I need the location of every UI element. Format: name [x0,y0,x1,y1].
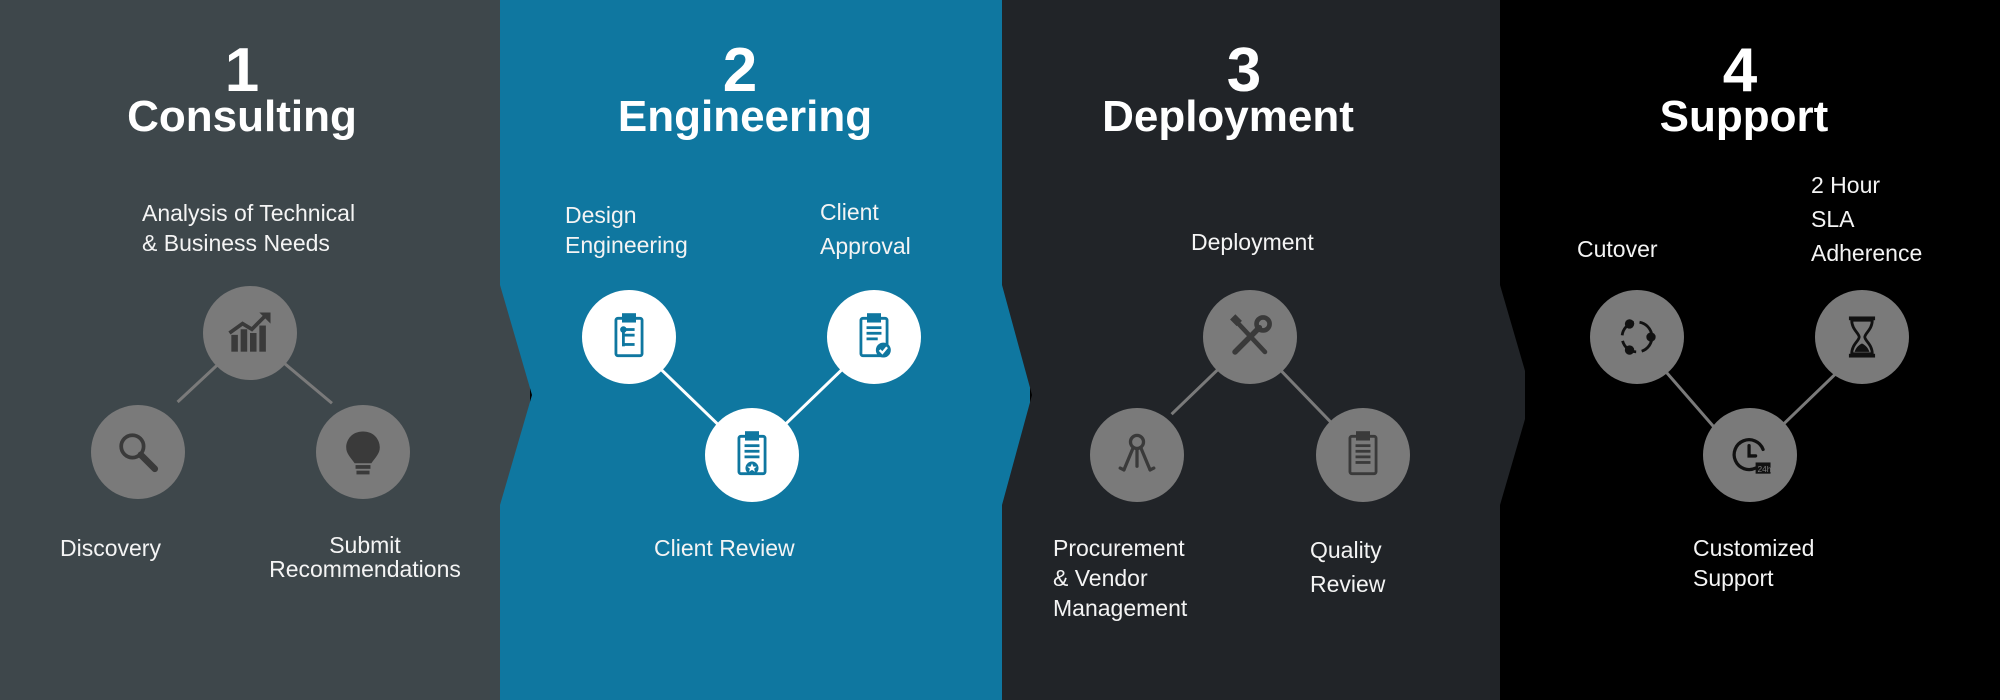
clipboard-flowchart-icon [582,290,676,384]
stage-3-right-label: Quality Review [1310,537,1386,597]
stage-4-number: 4 [1722,36,1758,105]
stage-1-top-label: Analysis of Technical & Business Needs [142,200,356,256]
hourglass-icon [1815,290,1909,384]
stage-4-left-label: Cutover [1577,236,1658,262]
lightbulb-icon [316,405,410,499]
stage-2-title: Engineering [617,92,873,141]
wrench-screwdriver-icon [1203,290,1297,384]
bar-chart-icon [203,286,297,380]
stage-2-right-label: Client Approval [820,199,911,259]
stage-4-bottom-label: Customized Support [1693,535,1815,591]
stage-4-right-label: 2 Hour SLA Adherence [1811,172,1923,266]
clipboard-star-icon [705,408,799,502]
stage-2-bottom-label: Client Review [654,535,795,561]
stage-3-top-label: Deployment [1191,229,1314,255]
clipboard-check-icon [827,290,921,384]
stage-3-left-label: Procurement & Vendor Management [1053,535,1188,621]
stage-1-left-label: Discovery [60,535,161,561]
clipboard-list-icon [1316,408,1410,502]
stage-4-title: Support [1659,92,1829,141]
stage-3-number: 3 [1226,36,1262,105]
stage-2-background [500,0,1030,700]
stage-2-left-label: Design Engineering [565,202,688,258]
stage-1-number: 1 [224,36,260,105]
svg-text:24h: 24h [1757,464,1771,474]
stage-4-background [1500,0,2000,700]
share-cycle-icon [1590,290,1684,384]
stage-3-title: Deployment [1102,92,1354,141]
keys-icon [1090,408,1184,502]
magnifier-icon [91,405,185,499]
stage-1-right-label: Submit Recommendations [269,532,461,582]
stage-2-number: 2 [722,36,758,105]
clock-24h-icon: 24h [1703,408,1797,502]
stage-1-title: Consulting [127,92,357,141]
